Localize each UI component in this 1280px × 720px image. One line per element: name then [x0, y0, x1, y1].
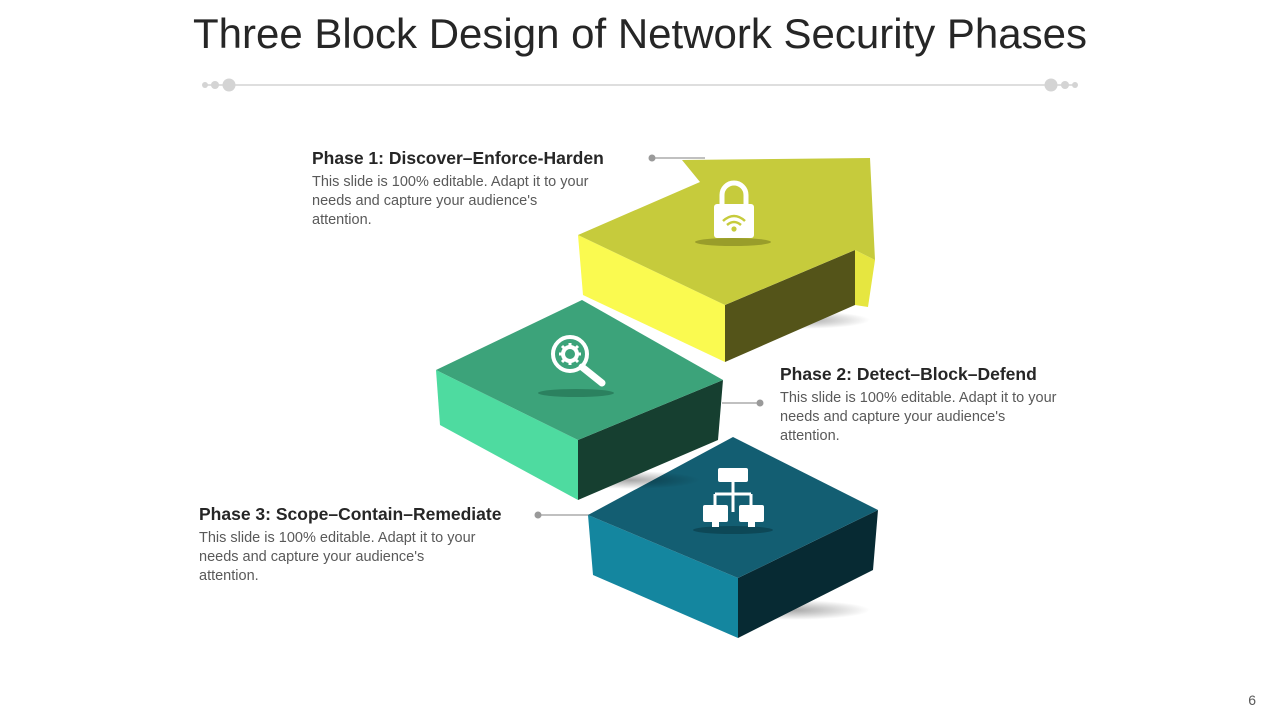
page-number: 6: [1248, 692, 1256, 708]
phase-2-text: Phase 2: Detect–Block–Defend This slide …: [780, 364, 1065, 446]
phase-1-text: Phase 1: Discover–Enforce-Harden This sl…: [312, 148, 604, 230]
phase-2-title: Phase 2: Detect–Block–Defend: [780, 364, 1037, 384]
phase-1-block: [578, 158, 875, 362]
phase-3-title: Phase 3: Scope–Contain–Remediate: [199, 504, 502, 524]
gear-search-icon: [551, 335, 606, 387]
connector-phase-1: [648, 154, 705, 162]
phase-3-text: Phase 3: Scope–Contain–Remediate This sl…: [199, 504, 501, 586]
connector-phase-2: [722, 399, 764, 407]
page-title: Three Block Design of Network Security P…: [192, 10, 1088, 57]
wifi-lock-icon: [714, 180, 754, 238]
network-icon: [703, 468, 764, 527]
phase-1-description: This slide is 100% editable. Adapt it to…: [312, 174, 589, 228]
phase-2-block: [436, 300, 723, 500]
phase-3-description: This slide is 100% editable. Adapt it to…: [199, 530, 476, 584]
phase-2-description: This slide is 100% editable. Adapt it to…: [780, 390, 1057, 444]
phase-3-block: [588, 437, 878, 638]
title-divider: [202, 78, 1078, 92]
phase-1-title: Phase 1: Discover–Enforce-Harden: [312, 148, 604, 168]
